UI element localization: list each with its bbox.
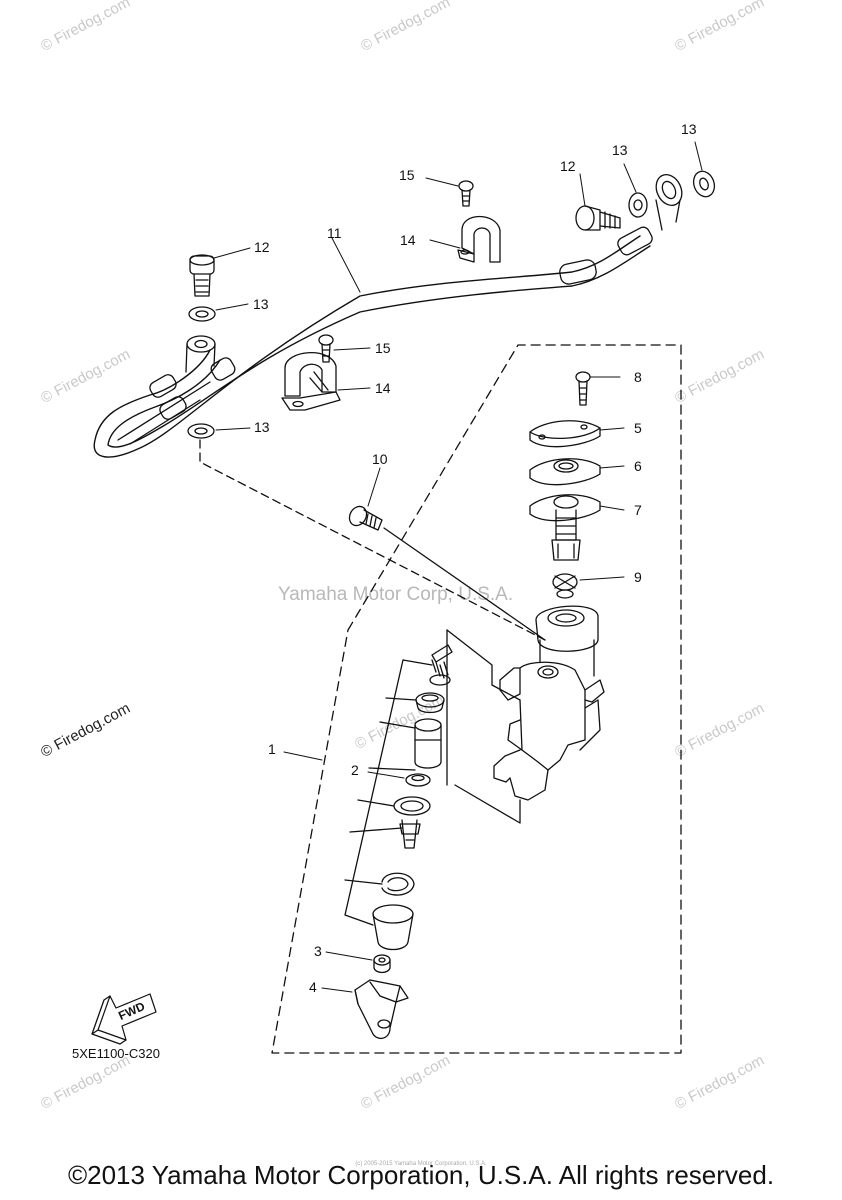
yamaha-center-watermark: Yamaha Motor Corp, U.S.A. bbox=[278, 584, 514, 605]
callout-4: 4 bbox=[309, 979, 317, 995]
callout-13: 13 bbox=[253, 296, 269, 312]
cap-screw bbox=[575, 371, 591, 406]
callout-2: 2 bbox=[351, 762, 359, 778]
copyright-notice: ©2013 Yamaha Motor Corporation, U.S.A. A… bbox=[67, 1160, 775, 1190]
brake-hose bbox=[93, 235, 641, 458]
clevis bbox=[354, 979, 409, 1039]
callout-9: 9 bbox=[634, 569, 642, 585]
clamp-screw bbox=[318, 334, 334, 363]
tiny-copyright: (c) 2005-2015 Yamaha Motor Corporation, … bbox=[355, 1161, 487, 1167]
hose-sleeve bbox=[559, 259, 597, 285]
callout-15: 15 bbox=[399, 167, 415, 183]
leader-dashed bbox=[199, 439, 546, 641]
diagram-code: 5XE1100-C320 bbox=[72, 1046, 160, 1061]
clamp-screw bbox=[458, 180, 474, 207]
banjo-fitting bbox=[186, 335, 216, 353]
union-bolt bbox=[575, 205, 621, 231]
hose-clamp bbox=[457, 216, 501, 263]
callout-12: 12 bbox=[560, 158, 576, 174]
copper-washer bbox=[628, 192, 648, 218]
callout-14: 14 bbox=[400, 232, 416, 248]
kit-bracket bbox=[344, 659, 404, 926]
spring bbox=[429, 644, 453, 686]
reservoir-cap bbox=[529, 420, 601, 448]
hose-sleeve bbox=[210, 357, 236, 381]
push-rod bbox=[393, 796, 431, 849]
callout-14: 14 bbox=[375, 380, 391, 396]
callout-8: 8 bbox=[634, 369, 642, 385]
banjo-fitting bbox=[655, 173, 683, 207]
hose-clamp bbox=[281, 352, 341, 411]
hose-sleeve bbox=[149, 374, 177, 398]
secondary-cup bbox=[405, 773, 431, 787]
callout-13: 13 bbox=[254, 419, 270, 435]
piston bbox=[414, 718, 442, 769]
callout-6: 6 bbox=[634, 458, 642, 474]
callout-13: 13 bbox=[612, 142, 628, 158]
callout-10: 10 bbox=[372, 451, 388, 467]
callout-11: 11 bbox=[327, 225, 342, 241]
master-cylinder-body bbox=[493, 605, 605, 801]
copper-washer bbox=[187, 423, 215, 439]
brake-hose-inner bbox=[107, 245, 651, 448]
copper-washer bbox=[188, 306, 216, 322]
primary-cup bbox=[415, 692, 445, 714]
callout-7: 7 bbox=[634, 502, 642, 518]
mounting-bolt bbox=[348, 505, 383, 531]
reservoir-float bbox=[552, 573, 578, 599]
diaphragm bbox=[529, 494, 601, 561]
callout-1: 1 bbox=[268, 741, 276, 757]
copper-washer bbox=[692, 170, 716, 198]
hose-sleeve bbox=[617, 226, 653, 256]
callout-3: 3 bbox=[314, 943, 322, 959]
callout-12: 12 bbox=[254, 239, 270, 255]
lock-nut bbox=[373, 954, 391, 974]
callout-5: 5 bbox=[634, 420, 642, 436]
circlip bbox=[381, 872, 415, 896]
fwd-arrow bbox=[97, 993, 157, 1041]
callout-15: 15 bbox=[375, 340, 391, 356]
hose-sleeve bbox=[159, 396, 187, 420]
union-bolt bbox=[189, 254, 215, 297]
dust-boot bbox=[372, 904, 414, 951]
assembly-boundary bbox=[271, 344, 682, 1054]
callout-13: 13 bbox=[681, 121, 697, 137]
diaphragm-plate bbox=[529, 458, 601, 486]
